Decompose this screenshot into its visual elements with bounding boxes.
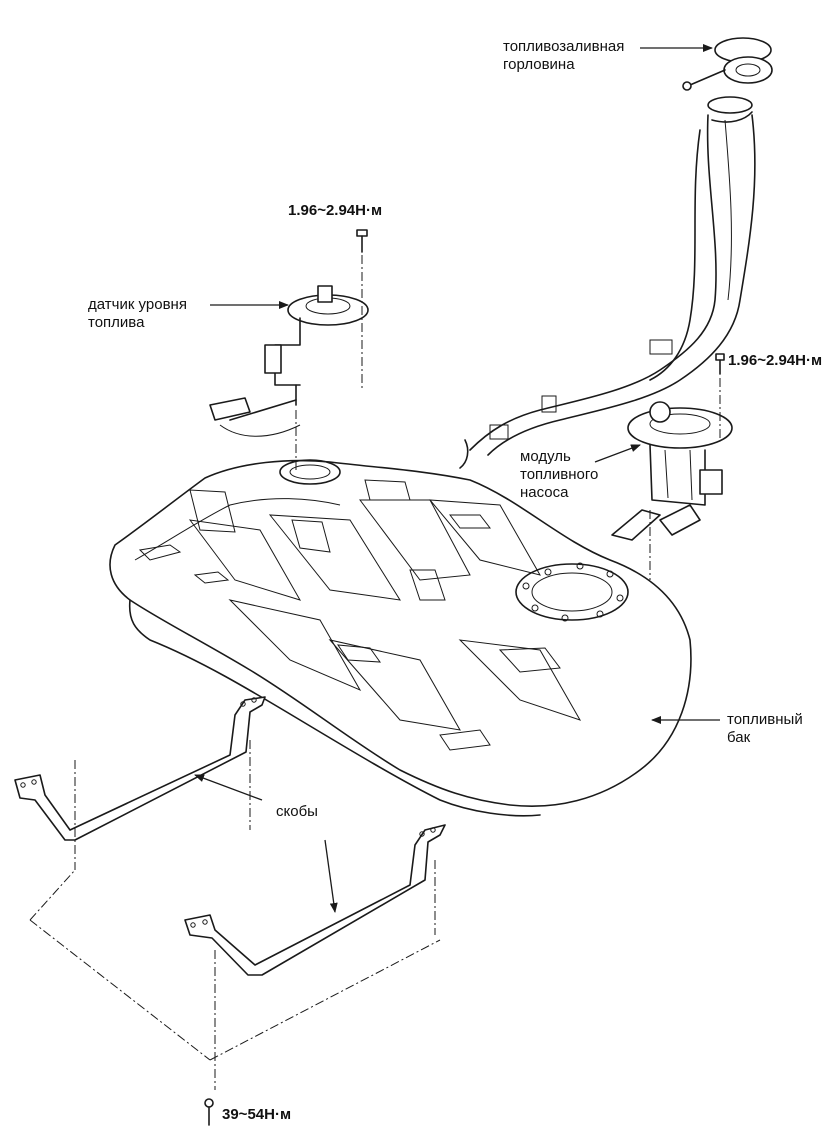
fuel-tank xyxy=(109,459,692,817)
level-sensor xyxy=(209,229,369,437)
label-fuel-tank: топливный бак xyxy=(727,711,803,747)
torque-bracket-bolt: 39~54Н·м xyxy=(222,1106,292,1123)
label-level-sensor-line1: датчик уровня xyxy=(88,296,187,313)
label-filler-neck: топливозаливная горловина xyxy=(503,38,624,74)
label-filler-neck-line1: топливозаливная xyxy=(503,38,625,55)
label-level-sensor-line2: топлива xyxy=(88,314,145,331)
label-level-sensor: датчик уровня топлива xyxy=(88,296,187,332)
tank-brackets xyxy=(14,696,446,1126)
label-pump-module-line2: топливного xyxy=(520,466,599,483)
label-pump-module-line3: насоса xyxy=(520,484,569,501)
filler-neck xyxy=(459,37,773,469)
label-fuel-tank-line1: топливный xyxy=(727,711,803,728)
assembly-guide-lines xyxy=(29,255,721,1090)
torque-level-sensor-bolt: 1.96~2.94Н·м xyxy=(288,202,383,219)
callout-arrows xyxy=(194,44,720,913)
label-fuel-tank-line2: бак xyxy=(727,729,751,746)
label-pump-module-line1: модуль xyxy=(520,448,571,465)
fuel-pump-module xyxy=(611,353,733,541)
label-pump-module: модуль топливного насоса xyxy=(520,448,598,502)
torque-pump-module-bolt: 1.96~2.94Н·м xyxy=(728,352,823,369)
label-brackets: скобы xyxy=(276,803,318,820)
label-filler-neck-line2: горловина xyxy=(503,56,575,73)
